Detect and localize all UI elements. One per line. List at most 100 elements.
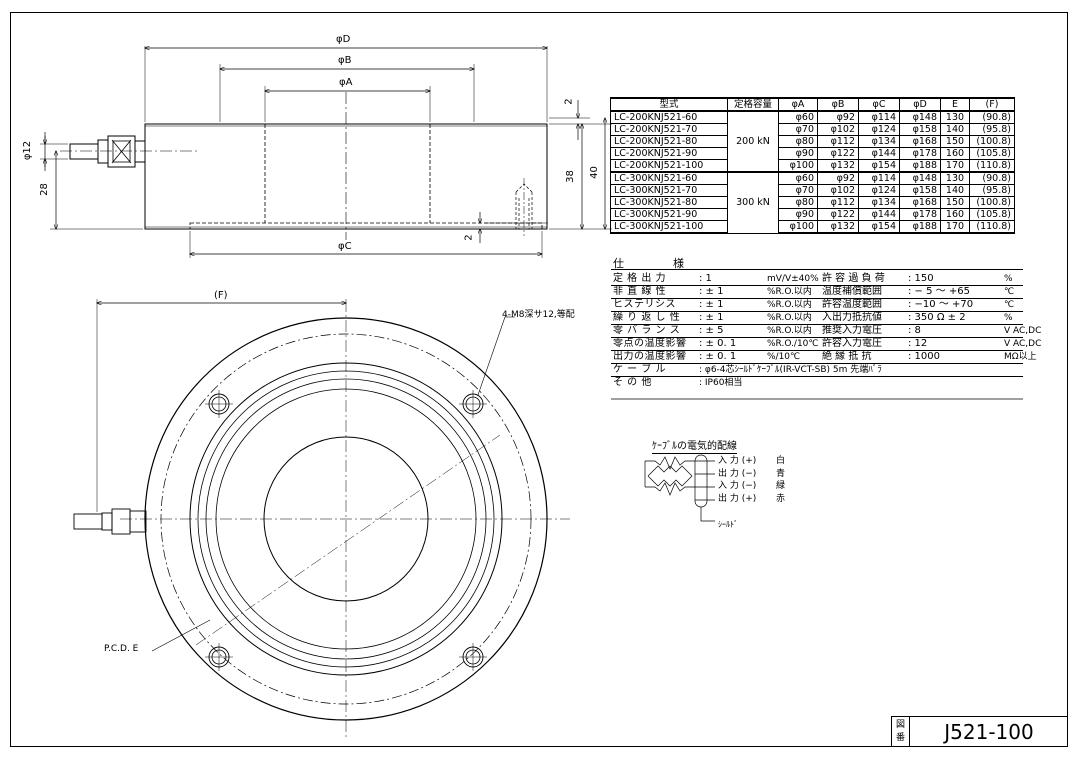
spec-unit: MΩ以上	[1004, 352, 1037, 362]
cell-phi-b: φ112	[817, 135, 859, 148]
spec-key: 許 容 過 負 荷	[822, 273, 885, 284]
cell-e: 130	[940, 171, 970, 185]
spec-key: ケ ー ブ ル	[613, 364, 667, 375]
spec-unit: %	[1004, 274, 1013, 284]
spec-heading-a: 仕	[613, 257, 624, 270]
dim-40: 40	[588, 166, 600, 179]
table-row: LC-200KNJ521-80 φ80 φ112 φ134 φ168 150 (…	[610, 135, 1015, 148]
cell-model: LC-300KNJ521-70	[610, 184, 728, 197]
cell-phi-b: φ122	[817, 208, 859, 221]
cell-phi-d: φ178	[899, 147, 941, 160]
spec-unit: ℃	[1004, 300, 1015, 310]
spec-value: : 1	[699, 273, 712, 284]
title-block: 図 番 J521-100	[891, 716, 1068, 747]
cell-f: (95.8)	[969, 123, 1015, 136]
spec-key: 零点の温度影響	[613, 338, 687, 349]
cell-phi-b: φ112	[817, 196, 859, 209]
drawing-number-label-top: 図	[895, 720, 905, 730]
spec-row: 零 バ ラ ン ス : ± 5 %R.O.以内 推奨入力電圧 : 8 V AC,…	[611, 325, 1041, 338]
wiring-label: 出 力 (+)	[718, 493, 757, 504]
wiring-item: 入 力 (+)白	[718, 455, 785, 468]
spec-unit: %R.O./10℃	[767, 339, 819, 349]
cell-e: 130	[940, 110, 970, 124]
spec-row: 出力の温度影響 : ± 0. 1 %/10℃ 絶 縁 抵 抗 : 1000 MΩ…	[611, 351, 1037, 364]
cell-model: LC-200KNJ521-60	[610, 110, 728, 124]
cell-model: LC-300KNJ521-60	[610, 171, 728, 185]
cell-phi-a: φ80	[778, 135, 818, 148]
dim-28: 28	[38, 183, 50, 196]
cell-phi-d: φ158	[899, 123, 941, 136]
cell-phi-c: φ134	[858, 196, 900, 209]
wiring-item: 出 力 (−)青	[718, 468, 785, 481]
dim-2-top: 2	[563, 98, 575, 105]
table-row: LC-200KNJ521-70 φ70 φ102 φ124 φ158 140 (…	[610, 123, 1015, 136]
spec-key: 許容入力電圧	[822, 338, 882, 349]
spec-table: 定 格 出 力 : 1 mV/V±40% 許 容 過 負 荷 : 150 % 非…	[611, 273, 1041, 389]
cell-model: LC-300KNJ521-80	[610, 196, 728, 209]
cable-bundle	[694, 454, 708, 508]
cell-phi-a: φ60	[778, 110, 818, 124]
cell-model: LC-300KNJ521-100	[610, 220, 728, 234]
col-header-phi-c: φC	[858, 97, 900, 112]
spec-unit: V AC,DC	[1004, 339, 1042, 349]
spec-value: : IP60相当	[699, 378, 743, 388]
cell-model: LC-200KNJ521-70	[610, 123, 728, 136]
wiring-title: ｹｰﾌﾞﾙの電気的配線	[652, 437, 737, 454]
col-header-model: 型式	[610, 97, 728, 112]
cell-phi-c: φ124	[858, 184, 900, 197]
cable-stub	[69, 143, 99, 160]
cell-f: (110.8)	[969, 159, 1015, 173]
cell-phi-c: φ134	[858, 135, 900, 148]
spec-unit: %R.O.以内	[767, 326, 812, 336]
spec-key: ヒステリシス	[613, 299, 676, 310]
spec-unit: ℃	[1004, 287, 1015, 297]
wiring-item: 入 力 (−)緑	[718, 480, 785, 493]
cell-e: 170	[940, 159, 970, 173]
cell-phi-d: φ188	[899, 159, 941, 173]
col-header-e: E	[940, 97, 970, 112]
cell-phi-d: φ188	[899, 220, 941, 234]
cell-phi-c: φ154	[858, 159, 900, 173]
cell-phi-d: φ178	[899, 208, 941, 221]
spec-row-other: そ の 他 : IP60相当	[611, 377, 1023, 389]
side-dimensions	[40, 46, 612, 258]
wiring-diagram	[644, 454, 715, 522]
spec-value: : ± 0. 1	[699, 351, 737, 362]
cell-capacity: 200 kN	[727, 110, 779, 173]
wiring-list: 入 力 (+)白 出 力 (−)青 入 力 (−)緑 出 力 (+)赤	[718, 455, 785, 505]
cell-phi-a: φ90	[778, 208, 818, 221]
spec-value: : ± 5	[699, 325, 724, 336]
spec-unit: %R.O.以内	[767, 287, 812, 297]
spec-value: : − 5 ～ +65	[908, 286, 970, 297]
spec-key: 出力の温度影響	[613, 351, 687, 362]
spec-key: 非 直 線 性	[613, 286, 667, 297]
spec-heading: 仕様	[613, 255, 684, 271]
table-row: LC-200KNJ521-90 φ90 φ122 φ144 φ178 160 (…	[610, 147, 1015, 160]
cell-phi-c: φ144	[858, 147, 900, 160]
dim-2-bottom: 2	[463, 234, 475, 241]
cell-f: (90.8)	[969, 171, 1015, 185]
cell-model: LC-200KNJ521-80	[610, 135, 728, 148]
spec-key: 定 格 出 力	[613, 273, 667, 284]
cell-phi-b: φ132	[817, 220, 859, 234]
cell-phi-a: φ70	[778, 123, 818, 136]
cell-phi-d: φ168	[899, 196, 941, 209]
col-header-phi-b: φB	[817, 97, 859, 112]
spec-unit: mV/V±40%	[767, 274, 819, 284]
cell-e: 150	[940, 135, 970, 148]
table-row: LC-200KNJ521-100 φ100 φ132 φ154 φ188 170…	[610, 159, 1015, 173]
shield-label: ｼｰﾙﾄﾞ	[718, 520, 738, 529]
drawing-number-label: 図 番	[892, 717, 910, 747]
dim-phi-c: φC	[338, 241, 352, 252]
plan-view	[73, 299, 570, 740]
spec-value: : ± 1	[699, 286, 724, 297]
spec-key: 繰 り 返 し 性	[613, 312, 681, 323]
cell-phi-c: φ124	[858, 123, 900, 136]
spec-divider	[611, 269, 1023, 270]
wiring-color: 緑	[776, 481, 786, 491]
bolt-hole-note: 4-M8深サ12,等配	[502, 310, 575, 320]
spec-value: : ± 1	[699, 299, 724, 310]
spec-value: : 8	[908, 325, 921, 336]
wiring-label: 出 力 (−)	[718, 468, 757, 479]
